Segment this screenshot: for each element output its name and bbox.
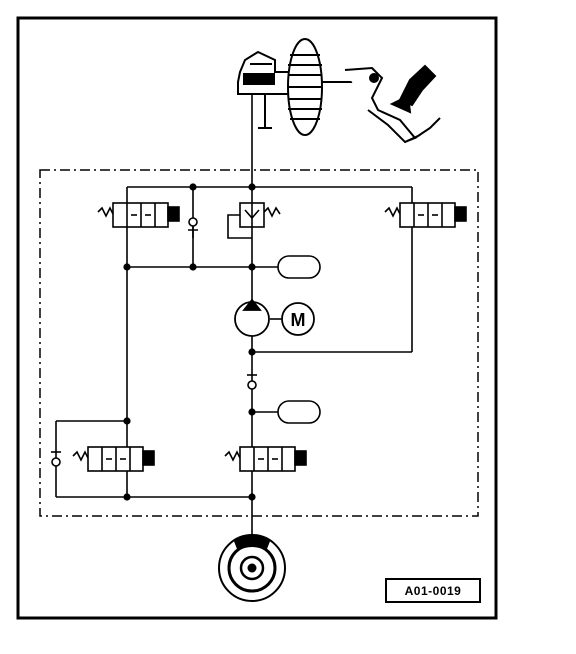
hydraulic-pump bbox=[234, 298, 270, 337]
junction-dots bbox=[123, 183, 256, 501]
control-unit-boundary bbox=[39, 169, 479, 517]
solenoid-valve-top-center bbox=[239, 202, 281, 228]
solenoid-valve-top-left bbox=[97, 202, 180, 228]
solenoid-valve-bottom-center bbox=[224, 446, 307, 472]
figure-reference-code: A01-0019 bbox=[385, 578, 481, 603]
check-valve-left bbox=[51, 451, 61, 467]
pump-motor: M bbox=[281, 302, 315, 336]
outer-frame bbox=[16, 16, 498, 620]
master-cylinder-booster-group bbox=[237, 38, 441, 144]
pedal-linkage bbox=[344, 66, 417, 144]
accumulator-lower bbox=[277, 400, 321, 424]
accumulator-upper bbox=[277, 255, 321, 279]
wheel-brake bbox=[218, 534, 286, 602]
motor-label: M bbox=[291, 310, 306, 330]
solenoid-valve-top-right bbox=[384, 202, 467, 228]
solenoid-valve-bottom-left bbox=[72, 446, 155, 472]
check-valve-center bbox=[247, 374, 257, 390]
check-valve-upper bbox=[188, 217, 198, 238]
